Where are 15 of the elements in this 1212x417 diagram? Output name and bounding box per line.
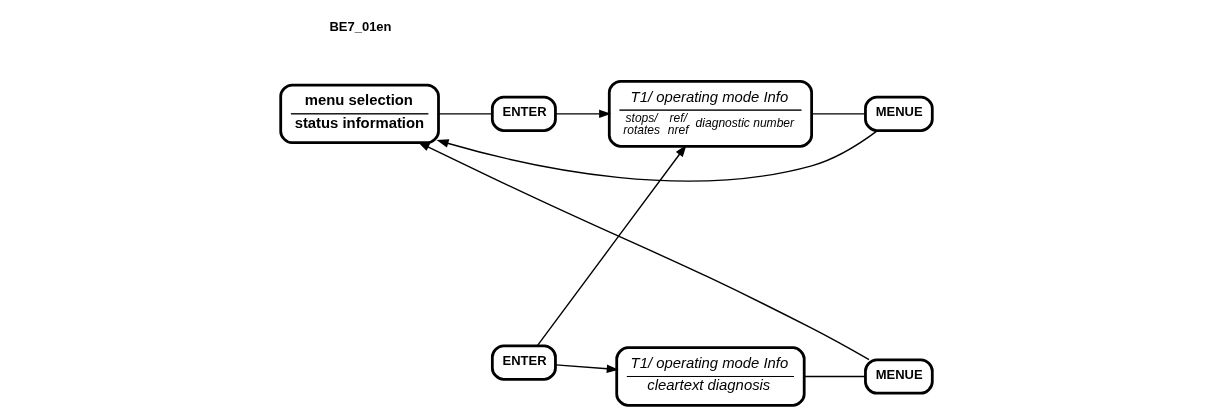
connector xyxy=(437,113,493,115)
connector xyxy=(810,113,866,115)
arrow xyxy=(417,141,870,361)
node-box: ENTER xyxy=(490,344,557,381)
node-box: menu selection status information xyxy=(278,83,440,144)
node-box: MENUE xyxy=(863,358,934,395)
arrow xyxy=(536,144,687,347)
label: BE7_01en xyxy=(328,18,392,34)
node-box: ENTER xyxy=(490,95,557,132)
node-box: T1/ operating mode Info cleartext diagnosis xyxy=(614,346,806,407)
connector xyxy=(803,375,866,378)
arrow xyxy=(554,364,619,373)
arrow xyxy=(554,109,611,119)
node-box: MENUE xyxy=(863,95,934,132)
arrow xyxy=(436,129,878,182)
